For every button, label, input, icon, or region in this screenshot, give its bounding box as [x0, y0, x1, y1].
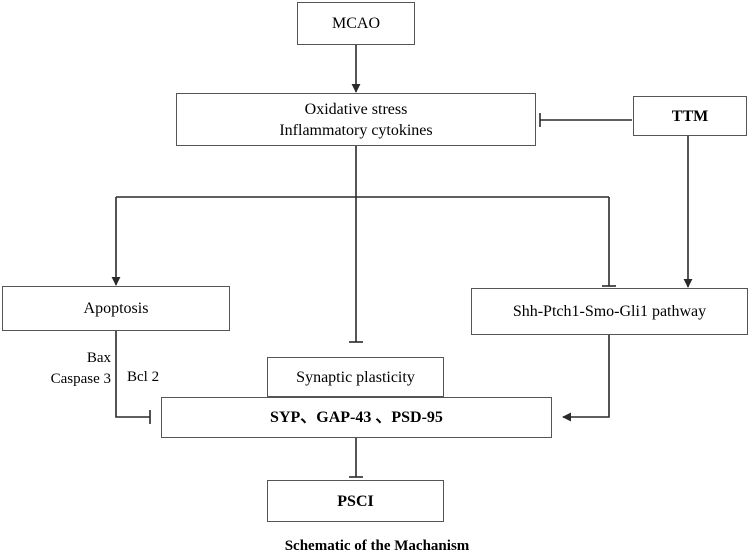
- inflammatory-cytokines-label: Inflammatory cytokines: [279, 121, 433, 139]
- pathway-label: Shh-Ptch1-Smo-Gli1 pathway: [512, 303, 707, 320]
- bax-label: Bax: [86, 350, 111, 366]
- psci-box: PSCI: [267, 480, 444, 522]
- diagram-caption: Schematic of the Machanism: [284, 538, 470, 554]
- oxidative-stress-box: Oxidative stress Inflammatory cytokines: [176, 93, 536, 146]
- mcao-box: MCAO: [297, 2, 415, 45]
- synaptic-plasticity-box: Synaptic plasticity: [267, 357, 444, 397]
- mcao-label: MCAO: [331, 15, 380, 32]
- caspase-3-label: Caspase 3: [50, 371, 111, 387]
- oxidative-stress-label: Oxidative stress: [304, 100, 408, 118]
- markers-box: SYP、GAP-43 、PSD-95: [161, 397, 552, 438]
- ttm-box: TTM: [633, 96, 747, 136]
- apoptosis-label: Apoptosis: [83, 300, 149, 317]
- bcl-2-label: Bcl 2: [127, 369, 160, 385]
- synaptic-plasticity-label: Synaptic plasticity: [296, 368, 415, 386]
- pathway-box: Shh-Ptch1-Smo-Gli1 pathway: [471, 288, 748, 335]
- ttm-label: TTM: [671, 107, 709, 125]
- psci-label: PSCI: [337, 492, 374, 510]
- arrow-pathway-to-markers: [562, 335, 610, 422]
- markers-label: SYP、GAP-43 、PSD-95: [270, 409, 443, 426]
- apoptosis-box: Apoptosis: [2, 286, 230, 331]
- inhibit-apoptosis-to-markers: [115, 331, 150, 418]
